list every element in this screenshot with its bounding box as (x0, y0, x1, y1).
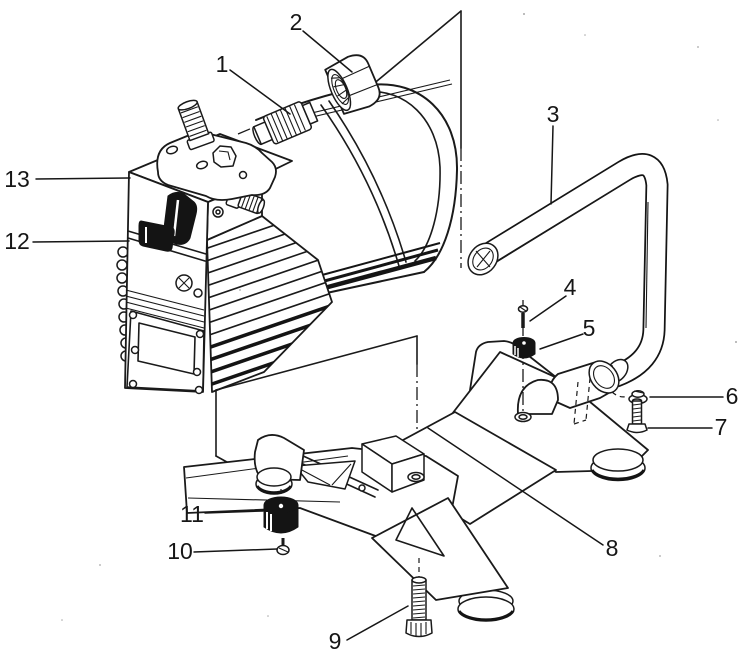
callout-10: 10 (167, 538, 193, 564)
nameplate (126, 310, 205, 395)
callout-1: 1 (216, 51, 229, 77)
callout-4: 4 (564, 274, 577, 300)
base-right-foot (590, 448, 646, 482)
base-front-arm (371, 497, 515, 622)
socket-head-bolt-9 (405, 558, 433, 638)
rubber-foot-knob-11 (263, 489, 299, 534)
port-hole (195, 160, 209, 170)
base-frame (183, 340, 649, 622)
upper-alignment-plane (370, 10, 462, 268)
callout-8: 8 (606, 535, 619, 561)
scan-speckles (61, 13, 737, 621)
callout-2: 2 (290, 9, 303, 35)
callout-6: 6 (726, 383, 739, 409)
callout-7: 7 (715, 414, 728, 440)
foot-screw-10 (276, 538, 290, 556)
valve-casting (156, 99, 277, 218)
callout-labels: 1 2 3 4 5 6 7 8 9 10 11 12 13 (4, 9, 738, 654)
base-left-end (253, 434, 305, 495)
port-hole (165, 145, 179, 155)
switch-lever (138, 191, 198, 252)
phillips-screw (175, 274, 203, 298)
rubber-bumper-knob-5 (512, 337, 536, 359)
callout-11: 11 (180, 501, 204, 527)
motor-strap (320, 104, 400, 267)
cap-nut (324, 54, 381, 115)
heat-sink-fins (206, 215, 333, 393)
threaded-stud (177, 99, 215, 151)
pump-platform (183, 435, 459, 549)
threaded-outlet-fitting (252, 101, 319, 146)
hex-bolt-7 (626, 398, 648, 434)
callout-3: 3 (547, 101, 560, 127)
callout-9: 9 (329, 628, 342, 654)
leader-lines (32, 30, 724, 641)
callout-5: 5 (583, 315, 596, 341)
v-bracket (294, 460, 356, 490)
hex-plug (212, 145, 237, 168)
callout-13: 13 (4, 166, 30, 192)
base-dome (516, 378, 559, 415)
callout-12: 12 (4, 228, 30, 254)
